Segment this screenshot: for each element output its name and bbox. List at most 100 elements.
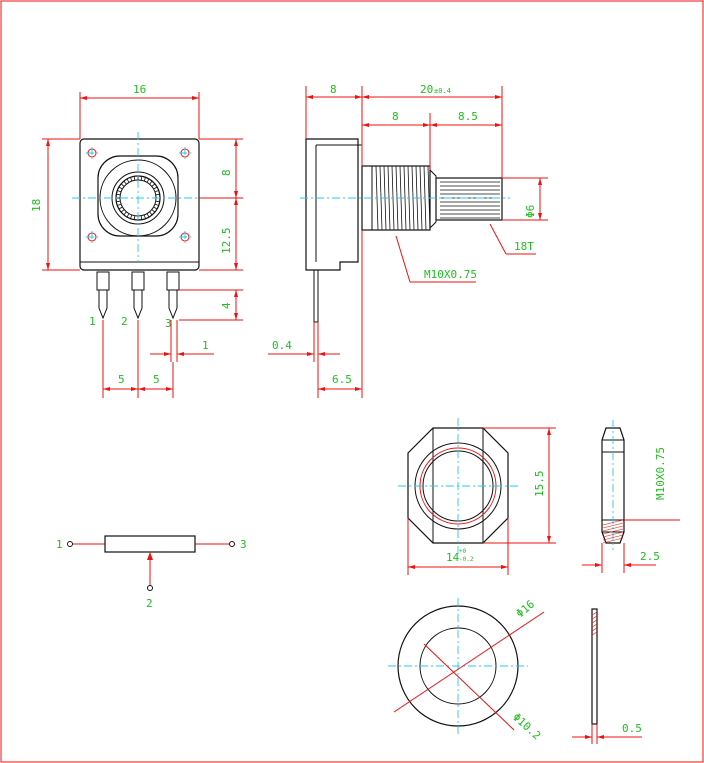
hatch-line bbox=[130, 214, 133, 219]
hatch-line bbox=[143, 214, 146, 219]
knurl-lines bbox=[440, 181, 500, 219]
hatch-line bbox=[130, 177, 133, 182]
dim-pin-width-1: 1 bbox=[150, 320, 214, 362]
hatch-line bbox=[591, 619, 598, 624]
svg-text:4: 4 bbox=[220, 302, 233, 309]
hatch-line bbox=[118, 206, 123, 210]
svg-text:18: 18 bbox=[30, 199, 43, 212]
svg-text:1: 1 bbox=[56, 538, 63, 551]
dim-nut-thread: M10X0.75 bbox=[624, 447, 680, 521]
dim-side-total-20: 20 ±0.4 bbox=[362, 83, 503, 178]
hatch-line bbox=[151, 209, 156, 213]
hatch-line bbox=[140, 215, 143, 220]
dim-right-stack: 8 12.5 bbox=[199, 138, 243, 271]
pin-label-2: 2 bbox=[121, 315, 128, 328]
knurl-teeth bbox=[116, 176, 160, 220]
dim-nut-width: 14 +0 -0.2 bbox=[407, 518, 509, 575]
hatch-line bbox=[153, 186, 158, 190]
hatch-line bbox=[140, 176, 143, 181]
side-view: 8 20 ±0.4 8 8.5 Φ6 1 bbox=[268, 83, 548, 398]
front-view: 1 2 3 16 18 8 12.5 bbox=[30, 83, 243, 398]
svg-text:18T: 18T bbox=[514, 240, 534, 253]
hatch-line bbox=[591, 631, 598, 636]
hatch-line bbox=[133, 176, 136, 181]
svg-text:0.4: 0.4 bbox=[272, 339, 292, 352]
svg-text:2.5: 2.5 bbox=[640, 550, 660, 563]
washer-side: 0.5 bbox=[572, 608, 642, 744]
svg-text:15.5: 15.5 bbox=[533, 471, 546, 498]
dim-nut-flats: 15.5 bbox=[483, 427, 556, 544]
hatch-line bbox=[116, 200, 121, 203]
hatch-line bbox=[602, 537, 624, 544]
hatch-line bbox=[591, 611, 598, 616]
svg-text:6.5: 6.5 bbox=[332, 373, 352, 386]
svg-text:8: 8 bbox=[330, 83, 337, 96]
side-collar bbox=[429, 169, 437, 229]
hatch-line bbox=[126, 178, 130, 183]
washer-outer-label: Φ16 bbox=[514, 598, 538, 621]
hatch-line bbox=[146, 178, 150, 183]
hatch-line bbox=[387, 165, 391, 231]
wiper-arrow bbox=[147, 552, 153, 560]
svg-text:14: 14 bbox=[446, 551, 460, 564]
resistor-body bbox=[104, 535, 196, 553]
hatch-line bbox=[146, 213, 150, 218]
mount-holes bbox=[86, 147, 191, 243]
terminal-3 bbox=[229, 541, 235, 547]
terminal-2 bbox=[147, 585, 153, 591]
svg-text:2: 2 bbox=[146, 597, 153, 610]
hatch-line bbox=[602, 534, 624, 541]
hatch-line bbox=[602, 525, 624, 532]
hatch-line bbox=[591, 623, 598, 628]
hatch-line bbox=[123, 211, 127, 216]
dim-shaft-dia: Φ6 bbox=[502, 177, 548, 221]
svg-text:3: 3 bbox=[240, 538, 247, 551]
svg-text:5: 5 bbox=[153, 373, 160, 386]
svg-text:M10X0.75: M10X0.75 bbox=[424, 268, 477, 281]
dim-side-thread-shaft: 8 8.5 bbox=[362, 110, 502, 170]
svg-text:-0.2: -0.2 bbox=[459, 556, 474, 563]
hatch-line bbox=[149, 180, 153, 185]
hatch-line bbox=[602, 528, 624, 535]
hatch-line bbox=[403, 165, 407, 231]
svg-text:8.5: 8.5 bbox=[458, 110, 478, 123]
svg-text:±0.4: ±0.4 bbox=[434, 87, 451, 95]
hatch-line bbox=[149, 211, 153, 216]
dim-pin-offset: 6.5 bbox=[317, 230, 363, 398]
nut-section-hatch bbox=[602, 519, 624, 544]
svg-text:1: 1 bbox=[202, 339, 209, 352]
hatch-line bbox=[155, 193, 160, 196]
svg-text:20: 20 bbox=[420, 83, 433, 96]
svg-text:16: 16 bbox=[133, 83, 146, 96]
terminal-1 bbox=[67, 541, 73, 547]
hatch-line bbox=[602, 522, 624, 529]
hatch-line bbox=[151, 183, 156, 187]
svg-text:5: 5 bbox=[118, 373, 125, 386]
svg-text:Φ6: Φ6 bbox=[524, 205, 537, 218]
washer-inner-label: Φ10.2 bbox=[510, 711, 543, 743]
pin-label-1: 1 bbox=[89, 315, 96, 328]
nut-side: M10X0.75 2.5 bbox=[582, 420, 680, 573]
hatch-line bbox=[126, 213, 130, 218]
dim-pin-pitch: 5 5 bbox=[102, 320, 174, 398]
hatch-line bbox=[133, 215, 136, 220]
dim-height-18: 18 bbox=[30, 138, 80, 271]
hatch-line bbox=[153, 206, 158, 210]
side-shaft bbox=[435, 177, 503, 221]
hatch-line bbox=[419, 165, 423, 231]
hatch-line bbox=[118, 186, 123, 190]
hatch-line bbox=[120, 183, 125, 187]
hatch-line bbox=[602, 519, 624, 526]
pin-label-3: 3 bbox=[165, 317, 172, 330]
svg-text:0.5: 0.5 bbox=[622, 722, 642, 735]
dim-side-body-8: 8 bbox=[305, 83, 363, 166]
side-body bbox=[305, 138, 359, 271]
dim-pin-thickness: 0.4 bbox=[268, 322, 340, 362]
knurl-leader: 18T bbox=[489, 223, 536, 255]
svg-text:M10X0.75: M10X0.75 bbox=[654, 447, 667, 500]
hatch-line bbox=[602, 531, 624, 538]
hatch-line bbox=[123, 180, 127, 185]
front-body bbox=[79, 138, 200, 271]
svg-text:12.5: 12.5 bbox=[220, 228, 233, 255]
